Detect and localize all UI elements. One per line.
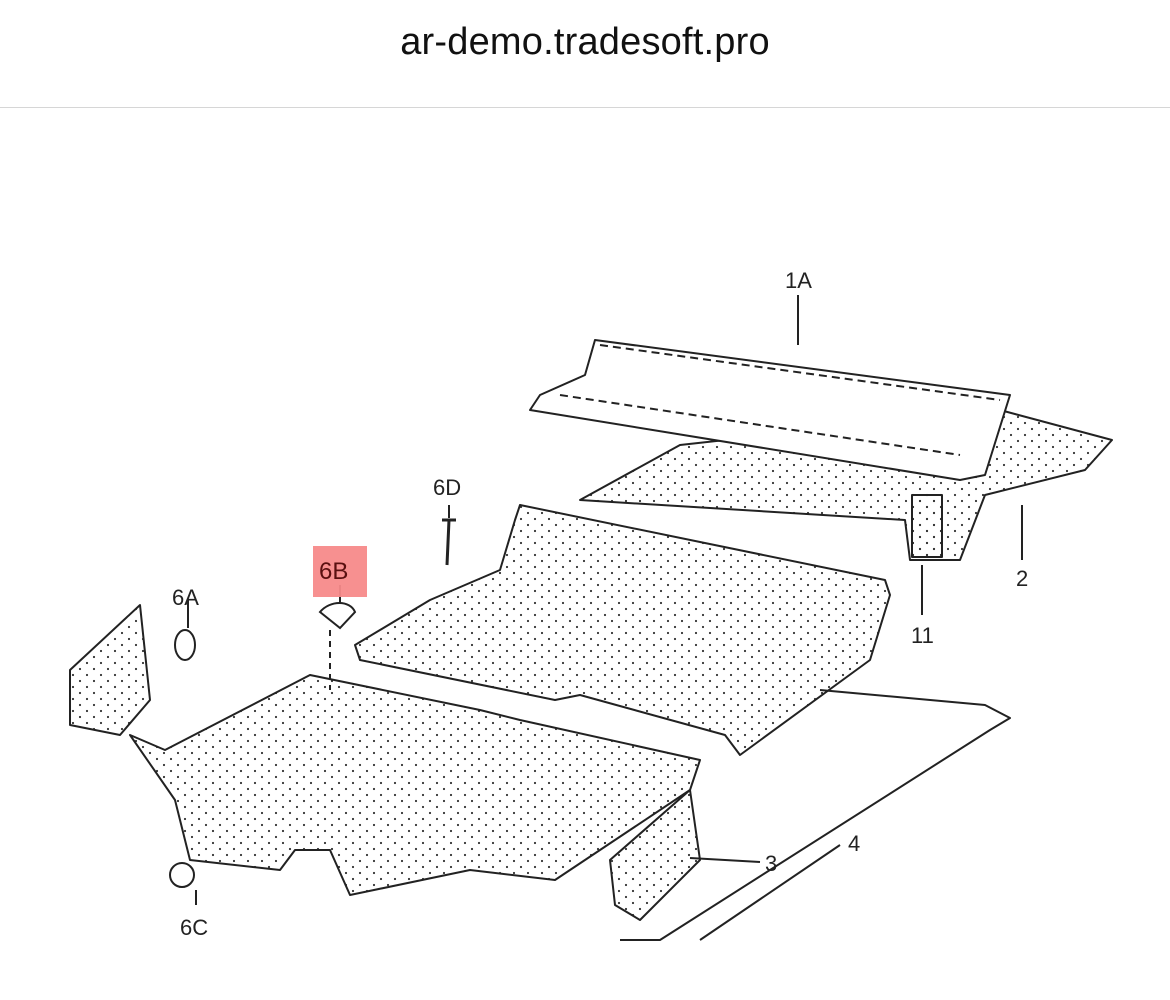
callout-1A[interactable]: 1A [785, 268, 812, 293]
part-1A-panel [529, 339, 1011, 481]
part-front-mat [129, 674, 701, 896]
callout-6B[interactable]: 6B [319, 558, 349, 585]
callout-6B-highlight[interactable] [313, 546, 367, 597]
part-4-rear-mat [354, 504, 891, 756]
callout-6A[interactable]: 6A [172, 585, 199, 610]
callout-6D[interactable]: 6D [433, 475, 462, 500]
parts-diagram: 1A 2 11 6D 6A 6C 3 4 [0, 108, 1170, 995]
callout-4[interactable]: 4 [848, 831, 861, 856]
part-11 [911, 494, 943, 558]
browser-address-bar[interactable]: ar-demo.tradesoft.pro [0, 0, 1170, 108]
callout-6C[interactable]: 6C [180, 915, 209, 940]
parts-drawing [69, 295, 1113, 941]
part-3-side-trim [609, 789, 701, 921]
callout-11[interactable]: 11 [911, 623, 934, 648]
callout-3[interactable]: 3 [765, 851, 778, 876]
callout-2[interactable]: 2 [1016, 566, 1029, 591]
url-text: ar-demo.tradesoft.pro [400, 21, 770, 63]
part-6A-side-trim [69, 604, 151, 736]
